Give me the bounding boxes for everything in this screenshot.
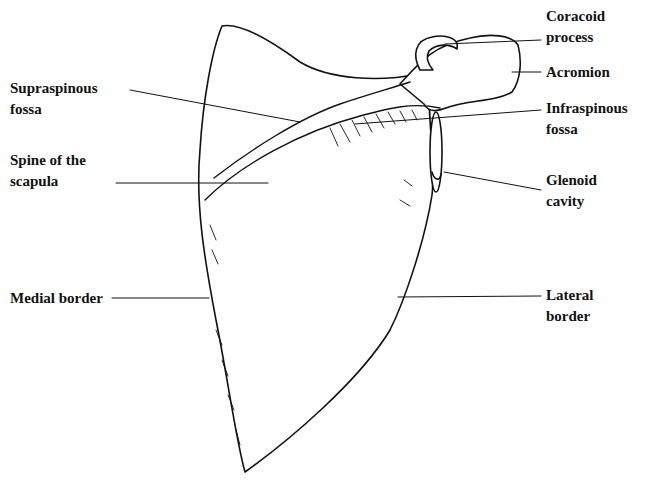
acromion-shape <box>400 35 520 110</box>
part-label: Glenoid cavity <box>546 170 626 212</box>
part-label: Coracoid process <box>546 6 646 48</box>
coracoid-shape <box>416 36 458 70</box>
part-label: Lateral border <box>546 285 626 327</box>
scapula-blade <box>199 25 433 472</box>
part-label: Acromion <box>546 62 610 83</box>
part-label: Medial border <box>10 288 103 309</box>
glenoid-detail <box>432 172 441 179</box>
shading-hatch <box>210 110 417 445</box>
leader-line <box>112 40 541 298</box>
part-label: Infraspinous fossa <box>546 98 646 140</box>
part-label: Supraspinous fossa <box>10 78 120 120</box>
spine-ridge <box>205 106 440 200</box>
part-label: Spine of the scapula <box>10 150 120 192</box>
spine-ridge <box>214 82 410 178</box>
glenoid-shape <box>430 112 442 192</box>
